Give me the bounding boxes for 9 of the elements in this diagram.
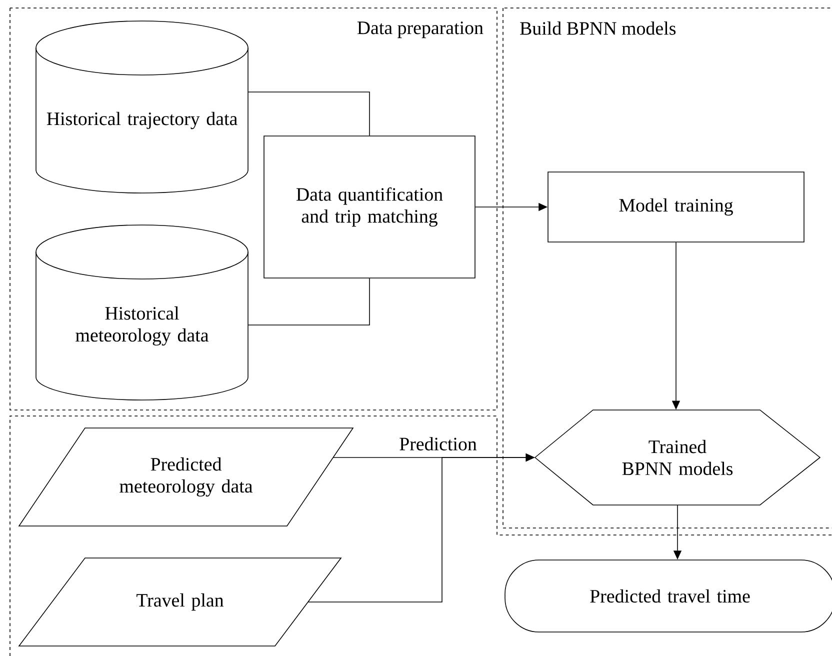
process-box: Data quantification and trip matching xyxy=(264,136,476,278)
connector-line xyxy=(248,92,370,136)
process-box: Model training xyxy=(548,172,804,242)
terminal-box: Predicted travel time xyxy=(504,560,832,632)
database-cylinder: Historical meteorology data xyxy=(36,224,248,400)
database-cylinder: Historical trajectory data xyxy=(36,20,248,194)
node-label: Historical trajectory data xyxy=(46,112,238,130)
node-label: Historical meteorology data xyxy=(76,306,209,346)
connector-line xyxy=(248,278,370,326)
